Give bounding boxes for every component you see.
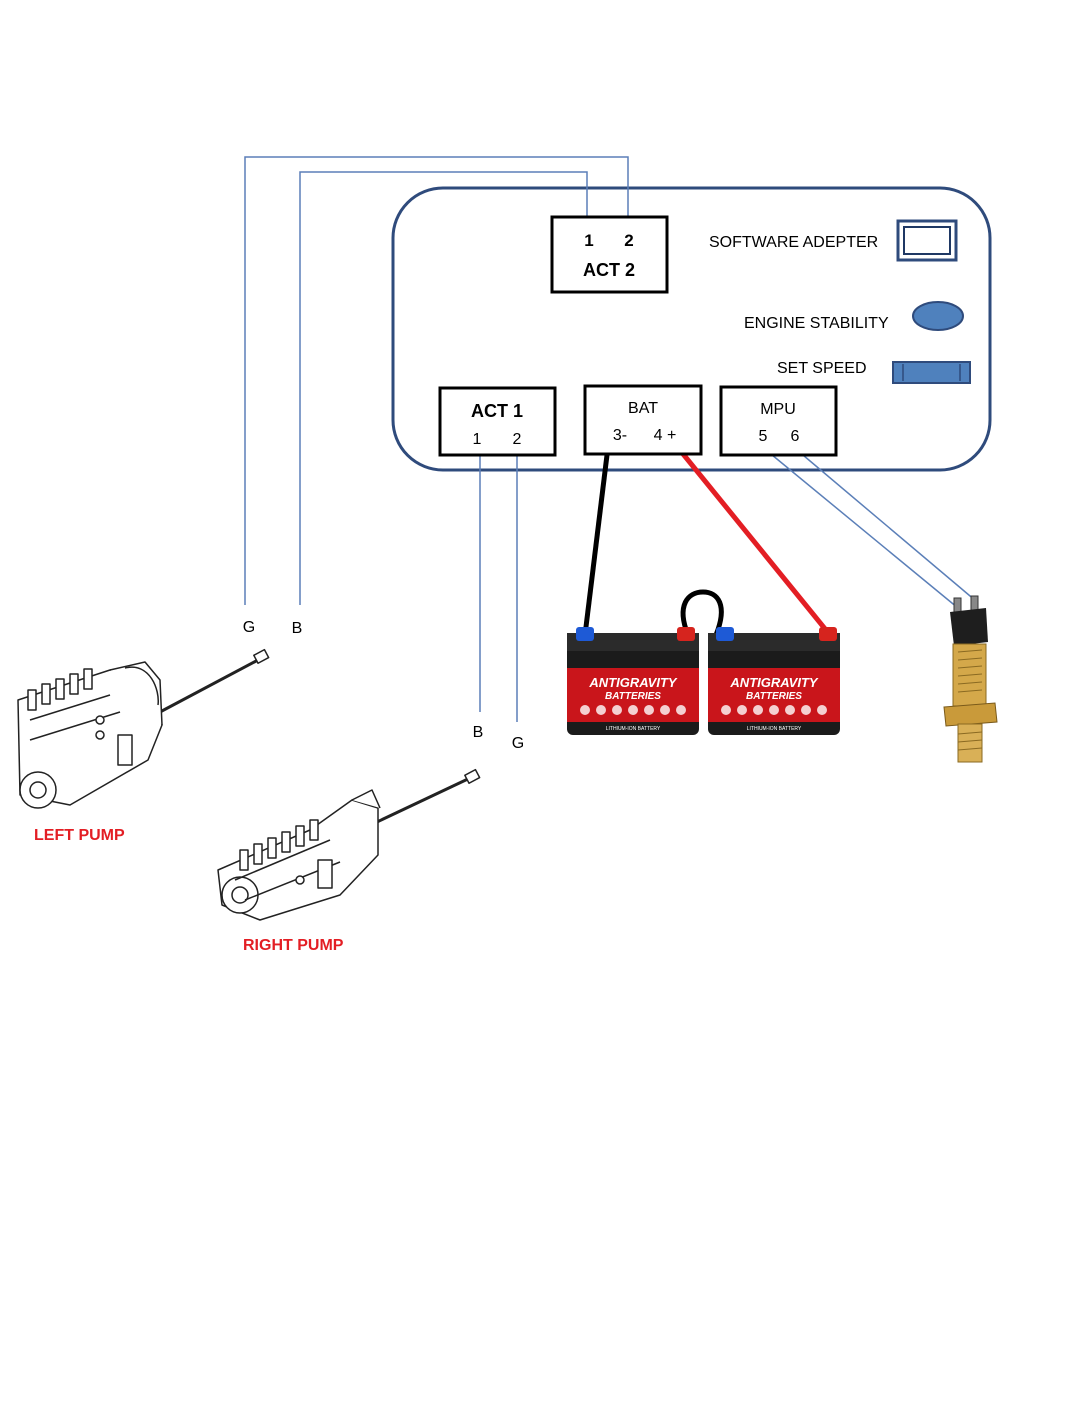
battery-negative-cable <box>582 454 610 636</box>
act2-pin1-label: 1 <box>584 231 593 250</box>
wire-mpu-pin5 <box>765 449 959 609</box>
bat-positive-label: 4 + <box>654 427 677 444</box>
engine-stability-knob[interactable] <box>912 301 964 331</box>
software-adapter-label: SOFTWARE ADEPTER <box>709 234 878 251</box>
wire-act2-pin1-to-left-b <box>299 171 588 605</box>
battery-2-type: LITHIUM-ION BATTERY <box>747 726 802 732</box>
battery-2-positive-terminal <box>819 627 837 641</box>
battery-jumper-cable <box>680 589 724 636</box>
mpu-connector: MPU 5 6 <box>719 385 838 457</box>
mpu-pin5-label: 5 <box>759 428 768 445</box>
bat-connector: BAT 3- 4 + <box>583 384 703 456</box>
right-pump-icon <box>217 768 481 921</box>
battery-1-brand-line2: BATTERIES <box>605 691 661 702</box>
set-speed-label: SET SPEED <box>777 360 867 377</box>
act1-pin2-label: 2 <box>513 431 522 448</box>
left-pump-icon <box>17 648 270 809</box>
battery-2-negative-terminal <box>716 627 734 641</box>
act2-pin2-label: 2 <box>624 231 633 250</box>
engine-stability-label: ENGINE STABILITY <box>744 315 889 332</box>
battery-1-positive-terminal <box>677 627 695 641</box>
software-adapter-port[interactable] <box>896 219 958 262</box>
battery-2-brand-line1: ANTIGRAVITY <box>729 675 818 690</box>
right-pump-b-label: B <box>473 724 484 741</box>
right-pump-g-label: G <box>512 735 524 752</box>
left-pump-b-label: B <box>292 620 303 637</box>
mpu-title: MPU <box>760 401 796 418</box>
bat-negative-label: 3- <box>613 427 627 444</box>
battery-1: ANTIGRAVITY BATTERIES LITHIUM-ION BATTER… <box>567 627 699 735</box>
act1-pin1-label: 1 <box>473 431 482 448</box>
act1-title: ACT 1 <box>471 401 523 421</box>
battery-1-negative-terminal <box>576 627 594 641</box>
act1-wires <box>479 455 518 722</box>
battery-2: ANTIGRAVITY BATTERIES LITHIUM-ION BATTER… <box>708 627 840 735</box>
controller-box <box>391 186 992 472</box>
mpu-pin6-label: 6 <box>791 428 800 445</box>
mpu-wires <box>765 449 977 609</box>
battery-1-type: LITHIUM-ION BATTERY <box>606 726 661 732</box>
act2-connector: 1 2 ACT 2 <box>550 215 669 294</box>
act2-wires <box>244 156 629 605</box>
wire-mpu-pin6 <box>796 449 977 602</box>
right-pump-label: RIGHT PUMP <box>243 937 344 954</box>
act2-title: ACT 2 <box>583 260 635 280</box>
battery-1-brand-line1: ANTIGRAVITY <box>588 675 677 690</box>
wire-act2-pin2-to-left-g <box>244 156 629 605</box>
left-pump-label: LEFT PUMP <box>34 827 125 844</box>
mpu-sensor-icon <box>943 595 998 763</box>
battery-positive-cable <box>677 447 832 637</box>
battery-2-brand-line2: BATTERIES <box>746 691 802 702</box>
left-pump-g-label: G <box>243 619 255 636</box>
act1-connector: ACT 1 1 2 <box>438 386 557 457</box>
set-speed-trimmer[interactable] <box>892 361 971 384</box>
bat-title: BAT <box>628 400 658 417</box>
